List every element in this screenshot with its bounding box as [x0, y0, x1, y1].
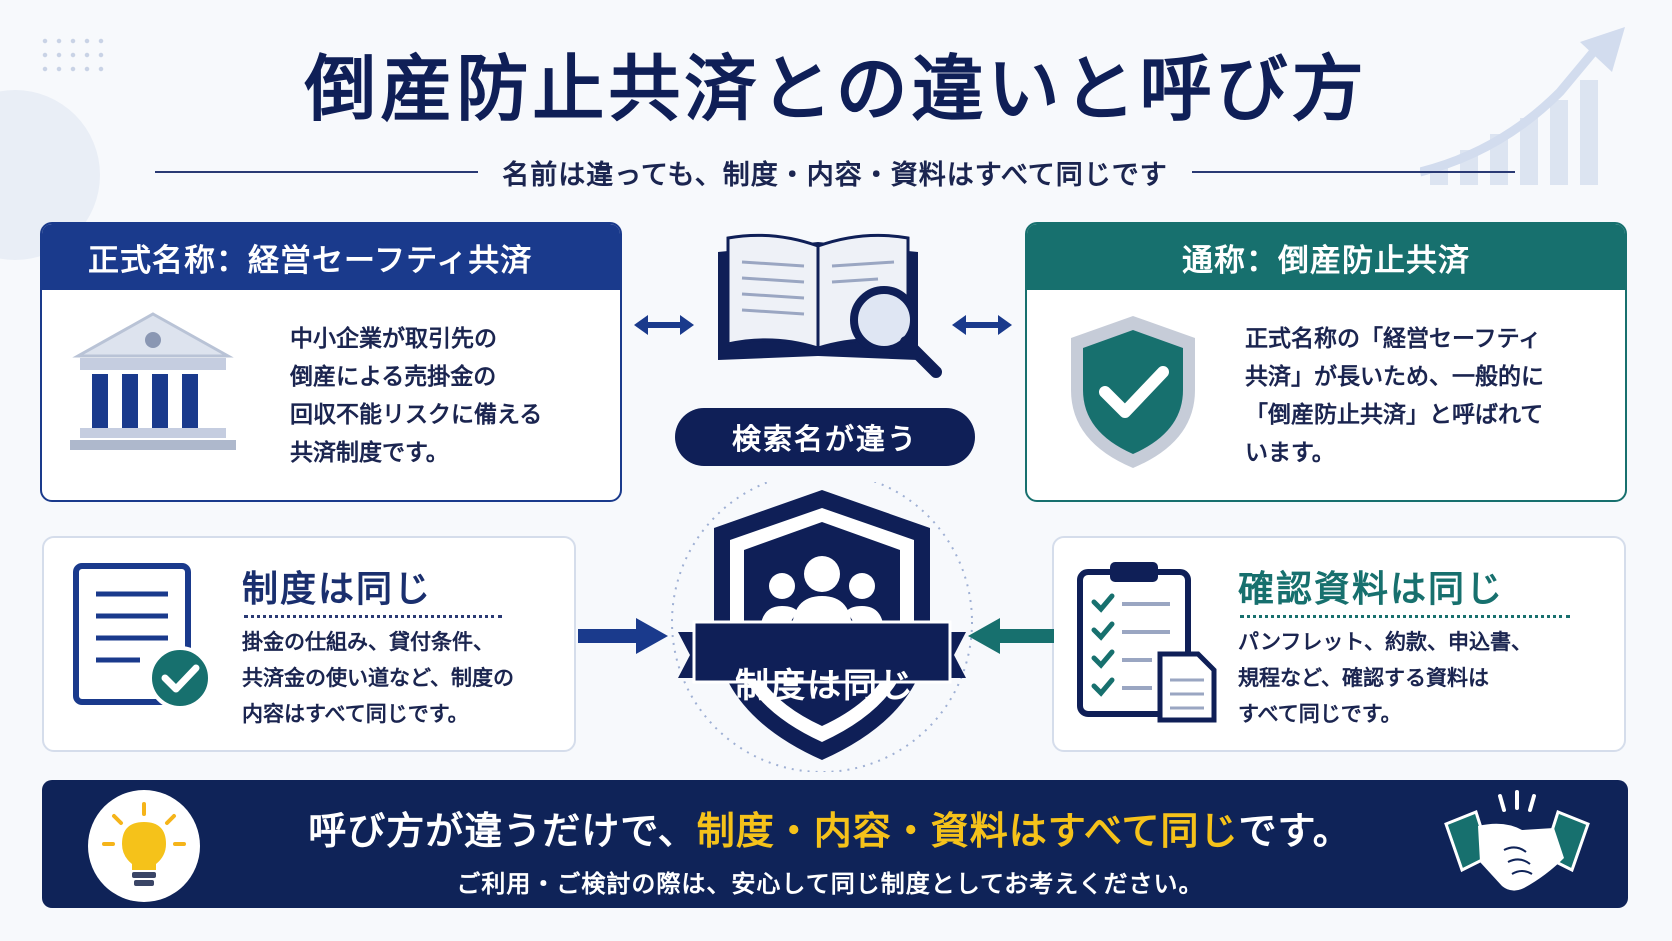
- magnifier-icon: [850, 286, 942, 378]
- text-line: 規程など、確認する資料は: [1238, 666, 1489, 690]
- headline-part: です。: [1238, 809, 1352, 853]
- arrow-left-icon: [968, 618, 1054, 654]
- headline-highlight: 制度・内容・資料はすべて同じ: [696, 809, 1239, 853]
- documents-same-description: パンフレット、約款、申込書、 規程など、確認する資料は すべて同じです。: [1238, 624, 1618, 732]
- text-line: 正式名称の「経営セーフティ: [1245, 326, 1542, 352]
- document-check-icon: [73, 563, 212, 710]
- official-name-description: 中小企業が取引先の 倒産による売掛金の 回収不能リスクに備える 共済制度です。: [290, 320, 610, 472]
- documents-same-card: 確認資料は同じ パンフレット、約款、申込書、 規程など、確認する資料は すべて同…: [1052, 536, 1626, 752]
- double-arrow-icon: [952, 315, 1012, 335]
- subtitle-row: 名前は違っても、制度・内容・資料はすべて同じです: [155, 152, 1515, 192]
- system-same-card: 制度は同じ 掛金の仕組み、貸付条件、 共済金の使い道など、制度の 内容はすべて同…: [42, 536, 576, 752]
- summary-subtext: ご利用・ご検討の際は、安心して同じ制度としてお考えください。: [456, 870, 1204, 898]
- headline-part: 呼び方が違うだけで、: [308, 809, 697, 853]
- divider: [1191, 171, 1515, 173]
- common-name-title: 通称：倒産防止共済: [1027, 224, 1625, 290]
- text-line: すべて同じです。: [1238, 702, 1402, 726]
- search-name-badge: 検索名が違う: [675, 408, 975, 466]
- official-name-card: 正式名称：経営セーフティ共済 中小企業が取引先の 倒産による売掛金の 回収不能リ…: [40, 222, 622, 502]
- text-line: 共済制度です。: [290, 440, 449, 466]
- bank-building-icon: [70, 312, 236, 450]
- text-line: います。: [1245, 440, 1335, 466]
- text-line: 「倒産防止共済」と呼ばれて: [1245, 402, 1544, 428]
- page-subtitle: 名前は違っても、制度・内容・資料はすべて同じです: [502, 159, 1168, 191]
- dotted-divider: [244, 615, 502, 618]
- double-arrow-icon: [634, 315, 694, 335]
- official-name-title: 正式名称：経営セーフティ共済: [42, 224, 620, 290]
- shield-ribbon-label: 制度は同じ: [735, 666, 915, 706]
- dotted-divider: [1240, 615, 1570, 618]
- text-line: 内容はすべて同じです。: [242, 702, 469, 726]
- clipboard-checklist-icon: [1077, 562, 1217, 723]
- people-shield-icon: [671, 482, 973, 772]
- shield-check-icon: [1071, 316, 1195, 468]
- text-line: 中小企業が取引先の: [290, 326, 497, 352]
- lightbulb-icon: [102, 802, 186, 886]
- summary-banner: [42, 780, 1628, 908]
- text-line: 回収不能リスクに備える: [290, 402, 543, 428]
- text-line: 倒産による売掛金の: [290, 364, 497, 390]
- handshake-icon: [1444, 790, 1590, 891]
- decorative-dots: [38, 34, 110, 78]
- divider: [155, 171, 479, 173]
- growth-chart-icon: [1420, 27, 1625, 185]
- text-line: 共済」が長いため、一般的に: [1245, 364, 1544, 390]
- text-line: 掛金の仕組み、貸付条件、: [242, 630, 494, 654]
- documents-same-title: 確認資料は同じ: [1238, 569, 1505, 610]
- common-name-card: 通称：倒産防止共済 正式名称の「経営セーフティ 共済」が長いため、一般的に 「倒…: [1025, 222, 1627, 502]
- open-book-icon: [718, 233, 942, 378]
- text-line: パンフレット、約款、申込書、: [1238, 630, 1532, 654]
- arrow-right-icon: [578, 618, 668, 654]
- page-title: 倒産防止共済との違いと呼び方: [304, 47, 1368, 131]
- text-line: 共済金の使い道など、制度の: [242, 666, 514, 690]
- system-same-title: 制度は同じ: [242, 569, 433, 610]
- system-same-description: 掛金の仕組み、貸付条件、 共済金の使い道など、制度の 内容はすべて同じです。: [242, 624, 572, 732]
- common-name-description: 正式名称の「経営セーフティ 共済」が長いため、一般的に 「倒産防止共済」と呼ばれ…: [1245, 320, 1605, 472]
- summary-headline: 呼び方が違うだけで、制度・内容・資料はすべて同じです。: [220, 800, 1440, 855]
